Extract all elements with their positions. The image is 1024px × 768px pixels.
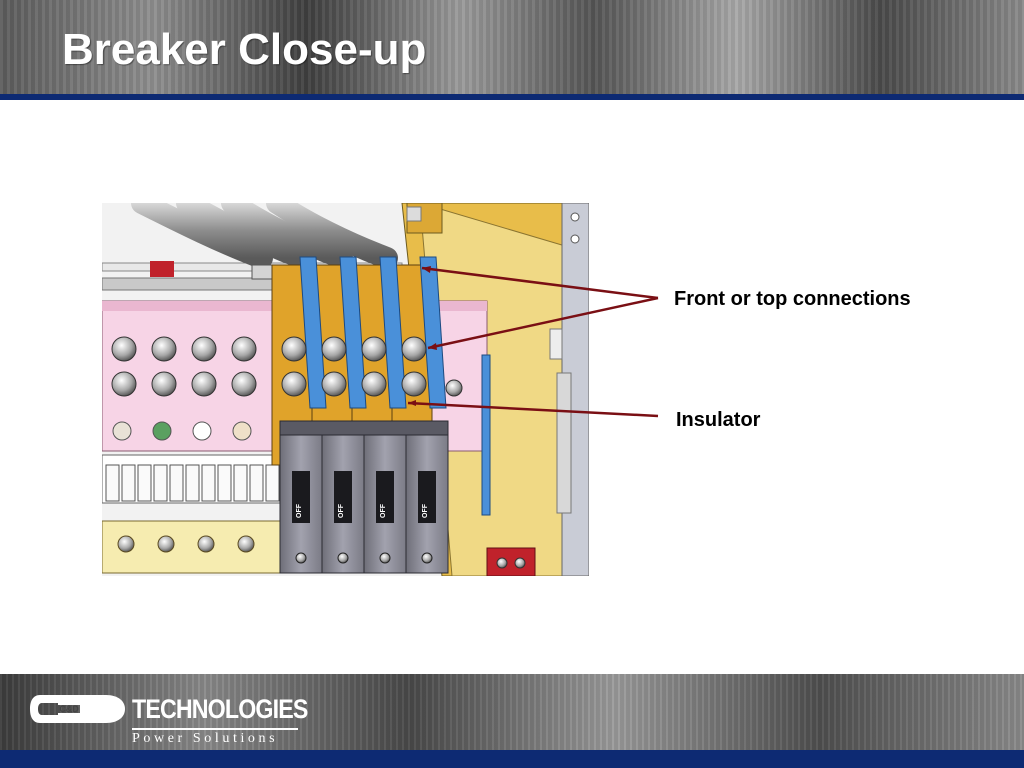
connection-bolts (111, 336, 463, 553)
title-band-accent (0, 94, 1024, 100)
callout-front-top-connections: Front or top connections (674, 288, 911, 310)
slide-title: Breaker Close-up (62, 25, 427, 74)
breaker-off-label-4: OFF (422, 503, 429, 518)
logo-tagline: Power Solutions (132, 731, 279, 746)
title-band (0, 0, 1024, 94)
logo-divider (132, 728, 298, 730)
callout-insulator: Insulator (676, 409, 761, 431)
company-logo: C&D TECHNOLOGIES Power Solutions (28, 688, 308, 748)
breaker-off-label-1: OFF (296, 503, 303, 518)
circuit-breakers (279, 420, 449, 574)
cables (131, 203, 398, 269)
breaker-off-label-3: OFF (380, 503, 387, 518)
breaker-illustration: OFF OFF OFF OFF (102, 203, 589, 576)
cd-logo-mark: C&D (30, 695, 125, 723)
breaker-switch-labels: OFF OFF OFF OFF (296, 503, 429, 518)
footer-band (0, 674, 1024, 750)
terminal-bar (105, 464, 280, 502)
logo-mark-text: C&D (59, 704, 79, 714)
logo-wordmark: TECHNOLOGIES (132, 694, 308, 724)
breaker-off-label-2: OFF (338, 503, 345, 518)
footer-accent (0, 750, 1024, 768)
